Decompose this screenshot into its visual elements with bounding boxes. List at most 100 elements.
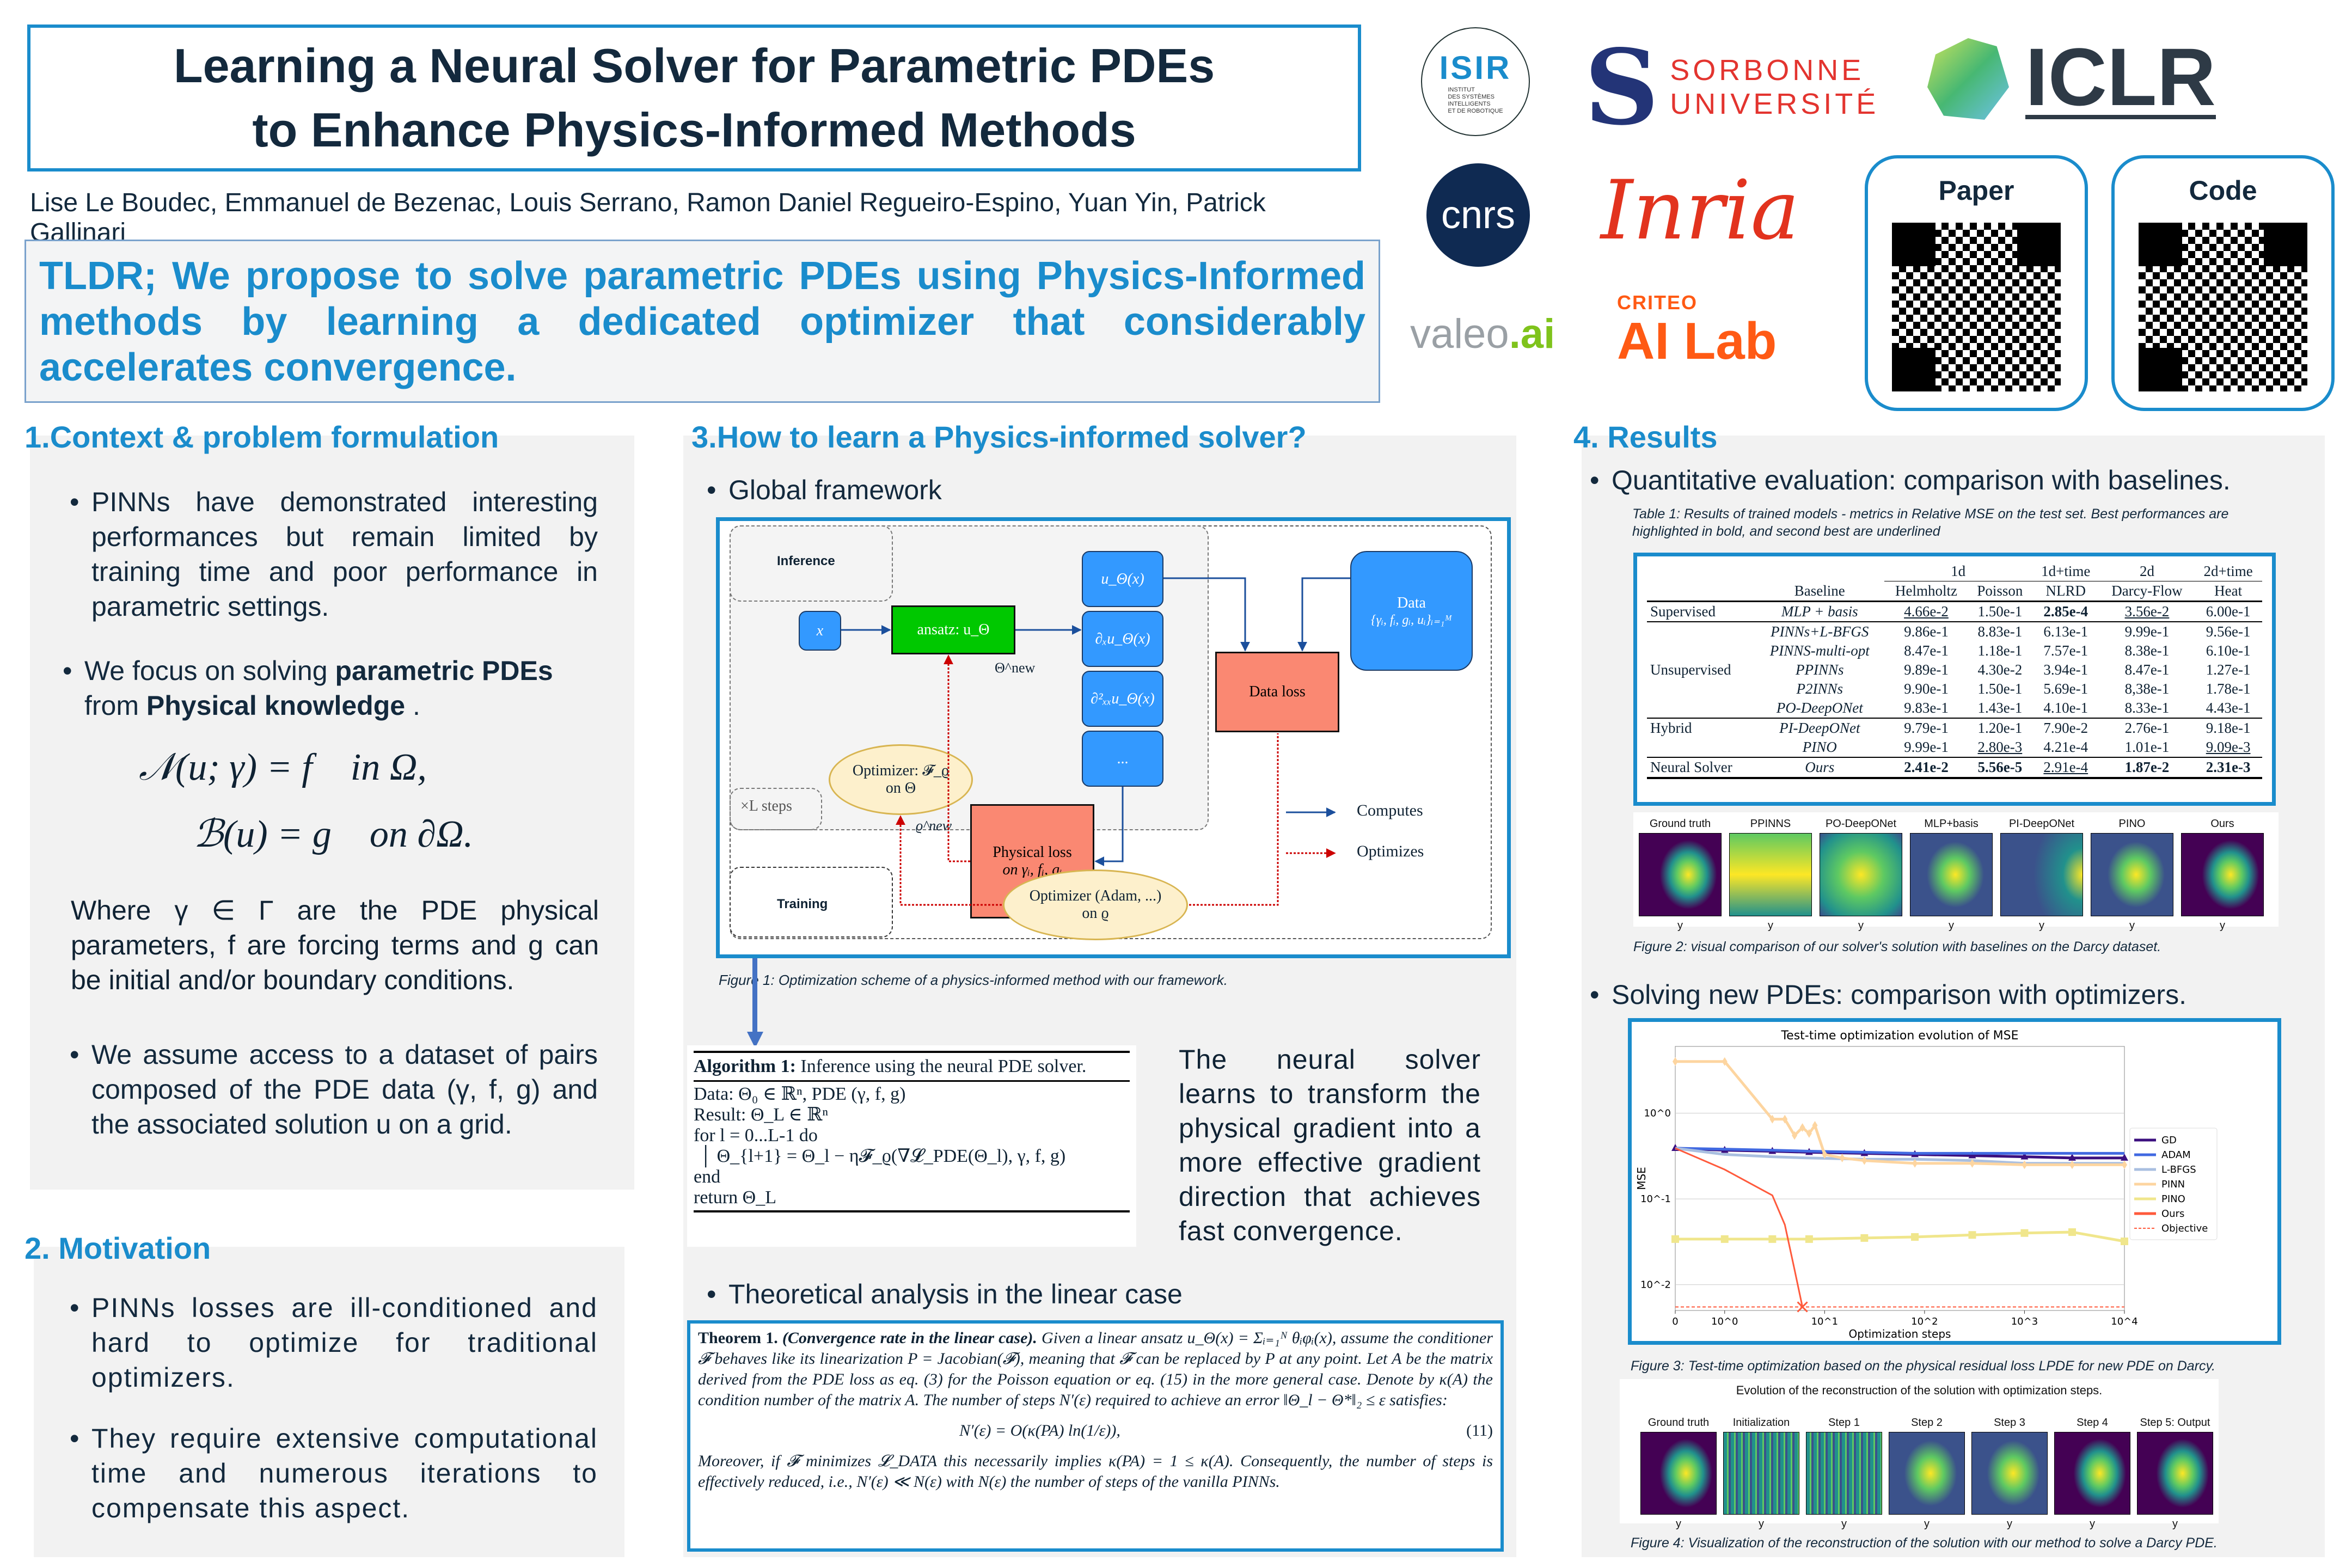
heatmap-title: Initialization [1732, 1417, 1790, 1429]
y-tick-label: 10^0 [1644, 1108, 1671, 1119]
data-point [1968, 1151, 1976, 1159]
algorithm-label: Algorithm 1: [694, 1056, 796, 1076]
heatmap-title: Ours [2210, 818, 2234, 830]
arrow-derivatives-to-physical-loss [1094, 787, 1124, 866]
solver-description: The neural solver learns to transform th… [1179, 1044, 1481, 1246]
table-cell: 1.18e-1 [1977, 642, 2023, 659]
heatmap-panel [1820, 833, 1902, 916]
row-group: Hybrid [1647, 718, 1755, 738]
heatmap-axis-label: y [1949, 920, 1954, 932]
data-point [2020, 1152, 2029, 1160]
row-baseline: PINNs+L-BFGS [1755, 621, 1885, 641]
table-cell: 8.83e-1 [1968, 621, 2032, 641]
algorithm-line: return Θ_L [694, 1187, 777, 1208]
data-point [1768, 1235, 1777, 1243]
motivation-bullet-1: PINNs losses are ill-conditioned and har… [70, 1290, 598, 1395]
table-group-header-row: 1d 1d+time 2d 2d+time [1647, 562, 2262, 581]
table-1-caption: Table 1: Results of trained models - met… [1632, 506, 2229, 539]
table-cell: 8.47e-1 [1904, 642, 1949, 659]
group-header: 2d [2099, 562, 2195, 581]
table-cell: 7.57e-1 [2043, 642, 2088, 659]
heatmap-panel [1971, 1432, 2048, 1515]
iclr-logo-text: ICLR [2025, 31, 2216, 122]
heatmap-title: Ground truth [1649, 818, 1711, 830]
table-row: PINNS-multi-opt 8.47e-1 1.18e-1 7.57e-1 8.38… [1647, 641, 2262, 660]
valeo-ai-logo: valeo.ai [1410, 310, 1555, 358]
code-qr-code-icon[interactable] [2139, 223, 2307, 391]
table-cell: 9.99e-1 [1904, 739, 1949, 755]
bullet-bold-text: parametric PDEs [335, 656, 553, 686]
x-tick-label: 10^3 [2011, 1316, 2038, 1327]
dxx-u-theta-node: ∂²ₓₓu_Θ(x) [1082, 671, 1163, 727]
heatmap-axis-label: y [2039, 920, 2044, 932]
data-point [1861, 1156, 1867, 1165]
row-group [1647, 699, 1755, 718]
iclr-head-icon [1927, 38, 2009, 120]
global-framework-heading: Global framework [707, 473, 942, 507]
figure-3-caption: Figure 3: Test-time optimization based o… [1631, 1358, 2216, 1374]
paper-qr-code-icon[interactable] [1892, 223, 2061, 391]
x-tick-label: 10^2 [1911, 1316, 1938, 1327]
inference-label: Inference [777, 554, 835, 568]
table-cell: 9.99e-1 [2099, 621, 2195, 641]
data-point [1968, 1231, 1976, 1239]
row-baseline: P2INNs [1796, 681, 1843, 697]
connector-arrow-line [752, 958, 757, 1034]
theta-new-label: Θ^new [995, 660, 1036, 676]
context-bullet-1: PINNs have demonstrated interesting perf… [70, 485, 598, 624]
x-tick-label: 10^4 [2111, 1316, 2137, 1327]
isir-logo: ISIR INSTITUT DES SYSTÈMES INTELLIGENTS … [1421, 27, 1530, 136]
heatmap-title: MLP+basis [1924, 818, 1979, 830]
bullet-text: We focus on solving [84, 656, 335, 686]
table-cell: 1.50e-1 [1968, 601, 2032, 622]
more-derivatives-node: ... [1082, 731, 1163, 787]
x-axis-label: Optimization steps [1849, 1327, 1951, 1340]
paper-qr-card[interactable]: Paper [1865, 155, 2088, 411]
steps-label-box [730, 788, 822, 830]
context-bullet-3: We assume access to a dataset of pairs c… [70, 1037, 598, 1142]
u-theta-node: u_Θ(x) [1082, 551, 1163, 607]
inner-optimizer-subtitle: on Θ [885, 780, 916, 797]
cnrs-logo: cnrs [1426, 163, 1530, 267]
table-cell: 9.83e-1 [1904, 700, 1949, 716]
outer-optimizer-node: Optimizer (Adam, ...)on ϱ [1003, 869, 1188, 940]
row-group [1647, 641, 1755, 660]
table-cell: 9.56e-1 [2194, 621, 2262, 641]
row-group [1647, 738, 1755, 757]
heatmap-axis-label: y [2090, 1518, 2095, 1530]
pde-equation-2: ℬ(u) = g on ∂Ω. [193, 813, 474, 855]
data-point [1805, 1235, 1813, 1243]
data-point [1799, 1123, 1805, 1132]
motivation-bullet-2: They require extensive computational tim… [70, 1421, 598, 1526]
data-point [1673, 1057, 1678, 1066]
algorithm-line: Result: Θ_L ∈ ℝⁿ [694, 1105, 829, 1125]
table-cell: 9.86e-1 [1884, 621, 1968, 641]
row-baseline: PINNS-multi-opt [1769, 642, 1870, 659]
heatmap-axis-label: y [1858, 920, 1864, 932]
x-tick-label: 0 [1672, 1316, 1678, 1327]
data-point [1769, 1114, 1775, 1124]
algorithm-line: Data: Θ₀ ∈ ℝⁿ, PDE (γ, f, g) [694, 1084, 906, 1104]
series-line-pinn [1675, 1060, 2124, 1166]
row-group: Unsupervised [1650, 661, 1731, 678]
heatmap-axis-label: y [1768, 920, 1773, 932]
heatmap-axis-label: y [1759, 1518, 1764, 1530]
table-cell: 4.30e-2 [1977, 661, 2023, 678]
heatmap-axis-label: y [1676, 1518, 1681, 1530]
column-header: NLRD [2045, 583, 2086, 599]
algorithm-1-box: Algorithm 1: Inference using the neural … [687, 1045, 1136, 1247]
data-point [1812, 1121, 1818, 1130]
table-cell: 2.41e-2 [1884, 757, 1968, 779]
series-line-ours [1675, 1147, 1804, 1307]
table-cell: 9.90e-1 [1904, 681, 1949, 697]
code-qr-card[interactable]: Code [2111, 155, 2335, 411]
isir-logo-text: ISIR [1439, 49, 1512, 86]
ansatz-node: ansatz: u_Θ [891, 605, 1015, 654]
data-point [2122, 1160, 2127, 1169]
table-cell: 8.38e-1 [2124, 642, 2170, 659]
table-cell: 3.56e-2 [2099, 601, 2195, 622]
criteo-text: CRITEO [1617, 291, 1698, 314]
table-cell: 4.66e-2 [1884, 601, 1968, 622]
